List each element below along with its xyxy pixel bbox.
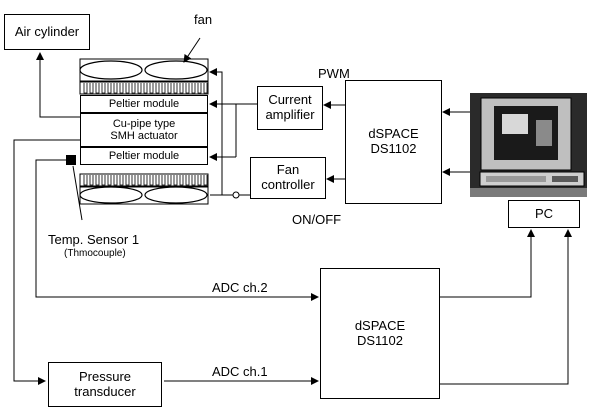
dspace-top-line1: dSPACE (368, 127, 418, 142)
dspace-bottom-to-pc-arrow-2 (440, 230, 568, 384)
smh-actuator: Cu-pipe type SMH actuator (80, 113, 208, 147)
current-amplifier-box: Current amplifier (257, 86, 323, 130)
fan-ctrl-line1: Fan (277, 163, 299, 178)
current-amp-line1: Current (268, 93, 311, 108)
air-cylinder-box: Air cylinder (4, 14, 90, 50)
temp-sensor-icon (66, 155, 76, 165)
adc-ch1-label: ADC ch.1 (212, 364, 268, 379)
dspace-bottom-to-pc-arrow-1 (440, 230, 531, 297)
fan-controller-box: Fan controller (250, 157, 326, 199)
pwm-label: PWM (318, 66, 350, 81)
fanctrl-to-fan-top-arrow (210, 72, 222, 195)
dspace-top-line2: DS1102 (370, 142, 416, 157)
fan-top (80, 59, 208, 81)
actuator-label-line1: Cu-pipe type (113, 118, 175, 130)
pressure-transducer-box: Pressure transducer (48, 362, 162, 407)
temp-sensor-label: Temp. Sensor 1 (48, 232, 139, 247)
fan-bottom (80, 187, 208, 204)
onoff-label: ON/OFF (292, 212, 341, 227)
actuator-to-air-cylinder-arrow (40, 53, 80, 117)
dspace-bottom-line2: DS1102 (357, 334, 403, 349)
dspace-top-box: dSPACE DS1102 (345, 80, 442, 204)
heat-sink-top (80, 82, 208, 94)
peltier-top-label: Peltier module (109, 98, 179, 110)
peltier-module-bottom: Peltier module (80, 147, 208, 165)
fan-label: fan (194, 12, 212, 27)
dspace-bottom-box: dSPACE DS1102 (320, 268, 440, 399)
heat-sink-bottom (80, 174, 208, 186)
adc-ch2-label: ADC ch.2 (212, 280, 268, 295)
air-cylinder-label: Air cylinder (15, 25, 79, 40)
actuator-to-pressure-arrow (14, 140, 80, 381)
pressure-line1: Pressure (79, 370, 131, 385)
fan-pointer-arrow (184, 38, 200, 62)
current-amp-line2: amplifier (265, 108, 314, 123)
pc-box: PC (508, 200, 580, 228)
peltier-bottom-label: Peltier module (109, 150, 179, 162)
thermocouple-label: (Thmocouple) (64, 248, 126, 259)
pc-computer-icon (470, 93, 587, 197)
dspace-bottom-line1: dSPACE (355, 319, 405, 334)
peltier-module-top: Peltier module (80, 95, 208, 113)
pc-label: PC (535, 207, 553, 222)
pressure-line2: transducer (74, 385, 135, 400)
fan-ctrl-line2: controller (261, 178, 314, 193)
actuator-label-line2: SMH actuator (110, 130, 177, 142)
